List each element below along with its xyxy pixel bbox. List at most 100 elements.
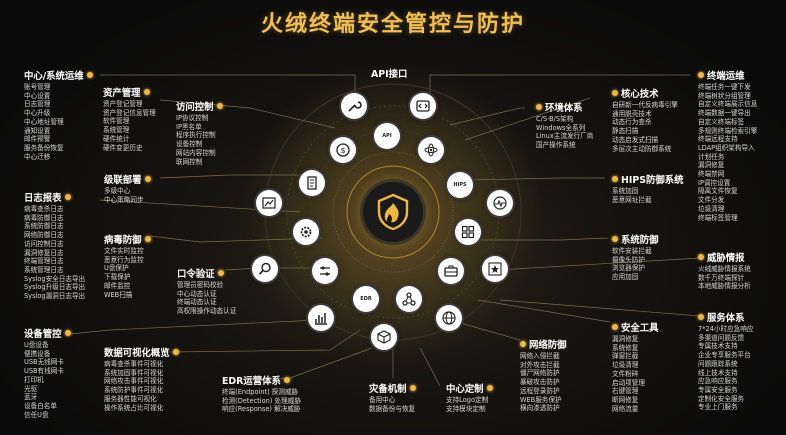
group-core: 核心技术 自研新一代反病毒引擎通用脱壳技术动态行为查杀静态扫描动态启发式扫描多层…	[612, 86, 678, 153]
code-icon[interactable]	[410, 93, 436, 119]
list-item: 病毒防御日志	[24, 213, 64, 222]
group-items: 7*24小时应急响应多渠道问题反馈专属技术支持企业专享服务平台问题跟踪系统线上技…	[698, 325, 753, 412]
briefcase-icon[interactable]	[438, 258, 464, 284]
page-title: 火绒终端安全管控与防护	[260, 12, 525, 37]
bullet-icon	[409, 385, 416, 391]
list-item: WEB扫描	[104, 290, 133, 299]
list-item: 中心设置	[24, 91, 51, 100]
list-item: Linux主流发行厂商	[536, 132, 594, 141]
grid-icon[interactable]	[455, 219, 481, 245]
network-icon[interactable]	[396, 286, 422, 312]
list-item: 自研新一代反病毒引擎	[612, 101, 678, 109]
list-item: 信任U盘	[24, 410, 49, 419]
list-item: 终端管理日志	[24, 257, 64, 266]
bullet-icon	[612, 324, 618, 330]
sliders-icon[interactable]	[312, 258, 338, 284]
list-item: 系统防御日志	[24, 222, 64, 231]
bullet-icon	[217, 270, 224, 276]
group-items: 终端任务一键下发终端树状分组管理自定义终端展示信息终端数据一键导出自定义终端标签…	[698, 83, 757, 222]
dollar-icon[interactable]: $	[330, 137, 356, 163]
list-item: 静态扫描	[612, 127, 639, 136]
group-items: 病毒查杀事件可视化系统加固事件可视化网络攻击事件可视化系统防护事件可视化服务器性…	[104, 360, 179, 412]
list-item: 终端任务一键下发	[698, 83, 751, 91]
atom-icon[interactable]	[418, 137, 444, 163]
list-item: 应急响应服务	[698, 377, 738, 386]
group-items: 资产登记管理资产登记信息管理软件管理系统管理硬件统计硬件变更历史	[103, 100, 156, 152]
api-icon[interactable]: API	[374, 123, 400, 149]
list-item: 蓝牙	[24, 393, 38, 402]
list-item: 专属安全服务	[698, 385, 738, 394]
list-item: 支持Logo定制	[446, 396, 489, 404]
group-items: 账号管理中心设置日志管理中心升级中心地址管理通知设置邮件预警服务备份恢复中心迁移	[24, 83, 93, 161]
chart-icon[interactable]	[256, 190, 282, 216]
list-item: 网络流量	[612, 404, 639, 413]
group-items: 病毒查杀日志病毒防御日志系统防御日志网络防御日志访问控制日志漏洞修复日志终端管理…	[24, 205, 85, 301]
list-item: 国产操作系统	[536, 141, 576, 150]
search-icon[interactable]	[252, 256, 278, 282]
list-item: 计划任务	[698, 152, 725, 161]
list-item: 文件粉碎	[612, 369, 639, 378]
list-item: U盘保护	[104, 264, 129, 273]
group-title: EDR运营体系	[222, 373, 301, 387]
group-items: 自研新一代反病毒引擎通用脱壳技术动态行为查杀静态扫描动态启发式扫描多层次主动防御…	[612, 101, 678, 153]
list-item: 应用加固	[612, 273, 639, 282]
group-threat: 威胁情报 火绒威胁情报系统数千万终端探针本地威胁情报分析	[698, 250, 751, 291]
edr-icon[interactable]: EDR	[353, 286, 379, 312]
star-icon[interactable]	[482, 256, 508, 282]
list-item: 终端数据一键导出	[698, 109, 751, 118]
list-item: 对外攻击拦截	[520, 360, 560, 369]
bars-icon[interactable]	[308, 305, 334, 331]
list-item: 硬件统计	[103, 134, 130, 143]
list-item: 网络防御日志	[24, 231, 64, 240]
list-item: 恶意行为监控	[104, 255, 144, 264]
list-item: 启动项管理	[612, 378, 645, 387]
globe-icon[interactable]	[436, 305, 462, 331]
group-service: 服务体系 7*24小时应急响应多渠道问题反馈专属技术支持企业专享服务平台问题跟踪…	[698, 310, 753, 412]
list-item: 邮件监控	[104, 281, 131, 290]
list-item: 弹窗拦截	[612, 352, 639, 361]
list-item: 日志管理	[24, 100, 51, 109]
list-item: 火绒威胁情报系统	[698, 265, 751, 273]
list-item: 多级中心	[104, 187, 131, 195]
list-item: 自定义终端展示信息	[698, 100, 758, 109]
bullet-icon	[86, 72, 93, 78]
list-item: 浏览器保护	[612, 264, 645, 273]
group-title: 系统防御	[612, 232, 659, 246]
list-item: 右键管理	[612, 387, 639, 396]
list-item: 资产登记管理	[103, 100, 143, 108]
bullet-icon	[520, 341, 526, 347]
list-item: 恶意网址拦截	[612, 195, 652, 204]
svg-text:$: $	[340, 146, 345, 155]
list-item: 操作系统占比可视化	[104, 403, 164, 412]
list-item: 系统防护事件可视化	[104, 386, 164, 395]
list-item: 设备控制	[176, 140, 203, 149]
hips-icon[interactable]: HIPS	[447, 172, 473, 198]
list-item: 专业上门服务	[698, 403, 738, 412]
group-center-ops: 中心/系统运维 账号管理中心设置日志管理中心升级中心地址管理通知设置邮件预警服务…	[24, 68, 93, 161]
group-visual: 数据可视化概览 病毒查杀事件可视化系统加固事件可视化网络攻击事件可视化系统防护事…	[104, 345, 179, 412]
group-items: 系统加固恶意网址拦截	[612, 187, 683, 204]
group-title: 网络防御	[520, 337, 567, 351]
group-title: 资产管理	[103, 85, 156, 99]
tool-icon[interactable]	[341, 93, 367, 119]
gear-icon[interactable]	[293, 219, 319, 245]
pulse-icon[interactable]	[487, 190, 513, 216]
list-item: LDAP组织架构导入	[698, 143, 755, 152]
list-item: 7*24小时应急响应	[698, 325, 754, 333]
cube-icon[interactable]	[371, 324, 397, 350]
group-items: 支持Logo定制支持模块定制	[446, 396, 493, 413]
bullet-icon	[698, 314, 704, 320]
list-item: 程序执行控制	[176, 131, 216, 140]
bullet-icon	[216, 103, 223, 109]
bullet-icon	[698, 254, 704, 260]
list-item: Syslog安全日志导出	[24, 274, 86, 283]
list-item: 数千万终端探针	[698, 273, 745, 282]
document-icon[interactable]	[299, 170, 325, 196]
bullet-icon	[144, 176, 151, 182]
bullet-icon	[536, 104, 542, 110]
list-item: 终端禁网	[698, 170, 725, 179]
list-item: 系统管理	[103, 126, 130, 135]
group-custom: 中心定制 支持Logo定制支持模块定制	[446, 381, 493, 413]
